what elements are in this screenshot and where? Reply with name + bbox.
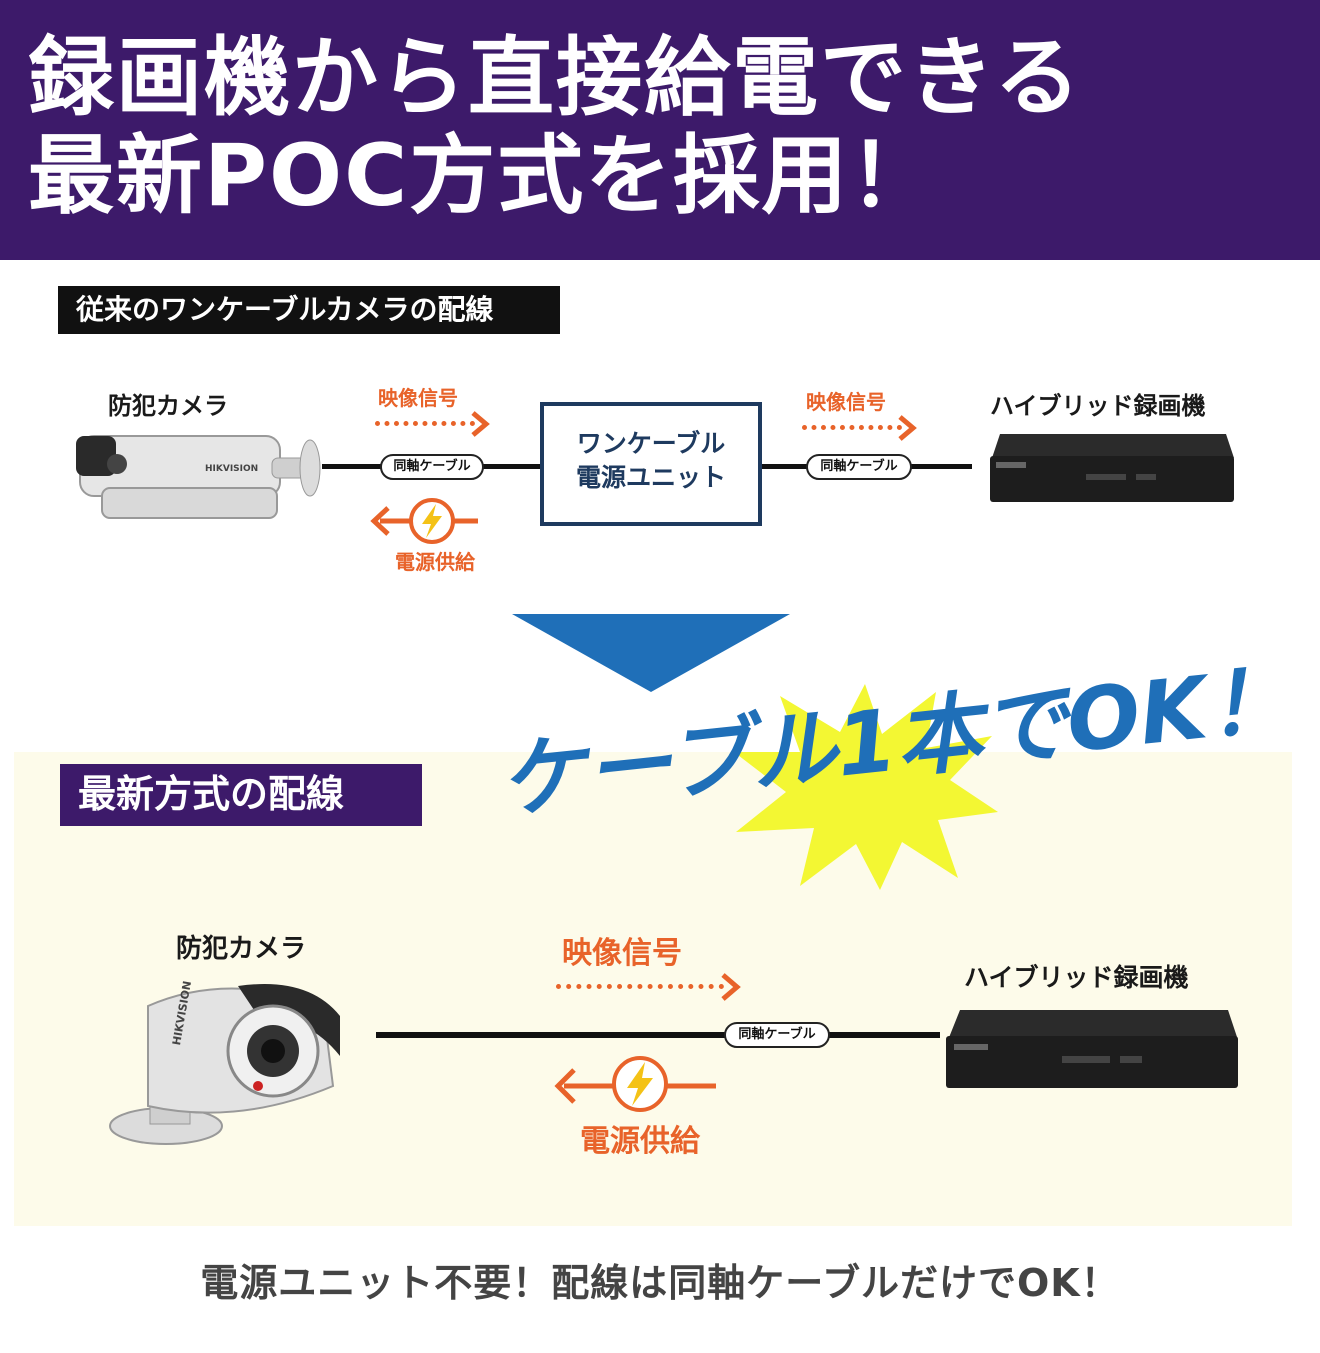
new-section-title-bg [60, 764, 422, 826]
old-section-title-bg [58, 286, 560, 334]
old-recorder-label: ハイブリッド録画機 [990, 392, 1206, 420]
power-unit-box [540, 402, 762, 526]
new-recorder-label: ハイブリッド録画機 [964, 963, 1189, 992]
new-camera-image [109, 984, 340, 1145]
new-video-arrow [721, 973, 741, 1001]
header-banner [0, 0, 1320, 260]
new-power-arrow [554, 1056, 716, 1112]
new-camera-label: 防犯カメラ [176, 934, 307, 964]
bolt-icon [420, 504, 446, 534]
old-video-dots-left [375, 421, 475, 426]
new-power-supply: 電源供給 [580, 1124, 700, 1159]
new-cable [376, 1032, 940, 1038]
old-video-dots-right [802, 425, 902, 430]
old-video-signal-left: 映像信号 [378, 386, 458, 410]
old-section-title: 従来のワンケーブルカメラの配線 [76, 293, 494, 326]
new-recorder-image [946, 1010, 1238, 1088]
starburst-icon [734, 684, 998, 890]
old-video-arrow-right [898, 415, 917, 441]
header-title-line1: 録画機から直接給電できる [28, 28, 1083, 128]
old-video-arrow-left [471, 411, 490, 437]
old-camera-label: 防犯カメラ [108, 392, 228, 420]
new-video-dots [556, 984, 724, 989]
bullet-camera-image [76, 435, 321, 519]
old-cable-right-label: 同軸ケーブル [806, 454, 912, 480]
new-section-title: 最新方式の配線 [78, 772, 345, 816]
old-cable-left-label: 同軸ケーブル [380, 454, 484, 480]
old-power-supply: 電源供給 [395, 550, 475, 574]
old-video-signal-right: 映像信号 [806, 390, 886, 414]
header-title-line2: 最新POC方式を採用！ [28, 126, 938, 226]
new-video-signal: 映像信号 [562, 936, 682, 971]
recorder-image [990, 434, 1234, 502]
power-unit-line2: 電源ユニット [575, 463, 726, 492]
old-power-arrow [370, 498, 478, 544]
new-cable-label: 同軸ケーブル [724, 1022, 830, 1048]
footer-note: 電源ユニット不要！配線は同軸ケーブルだけでOK！ [200, 1261, 1120, 1305]
power-unit-line1: ワンケーブル [576, 429, 726, 458]
down-triangle-icon [512, 614, 790, 692]
old-camera-brand: HIKVISION [205, 464, 259, 474]
